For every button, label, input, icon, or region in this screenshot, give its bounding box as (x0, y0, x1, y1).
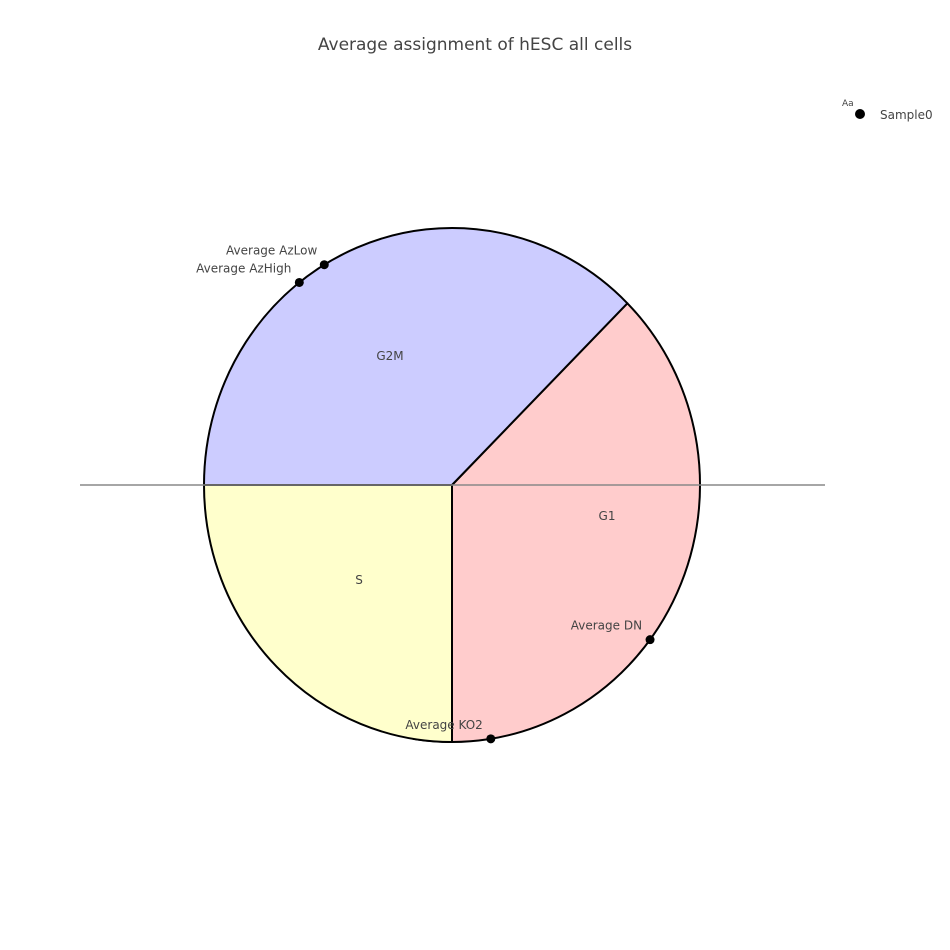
sample-label-average-azhigh: Average AzHigh (196, 261, 291, 275)
sector-g1 (412, 302, 701, 743)
sample-label-average-azlow: Average AzLow (226, 244, 317, 258)
sector-g2m (203, 227, 629, 486)
legend-entry-sample0[interactable]: Sample0 (880, 108, 933, 122)
sample-label-average-dn: Average DN (571, 619, 642, 633)
chart-title: Average assignment of hESC all cells (318, 35, 632, 55)
sample-marker-average-azhigh[interactable] (294, 277, 304, 287)
legend[interactable]: Aa Sample0 (842, 99, 933, 122)
sample-marker-average-ko2[interactable] (486, 734, 496, 744)
sample-marker-average-azlow[interactable] (319, 260, 329, 270)
legend-marker-dot[interactable] (855, 109, 865, 119)
phase-sectors (203, 227, 701, 743)
phase-label-g2m: G2M (376, 349, 403, 363)
legend-marker-label: Aa (842, 99, 854, 109)
phase-labels: G1S G2M (355, 349, 615, 587)
sector-s (203, 484, 453, 743)
sample-label-average-ko2: Average KO2 (405, 718, 482, 732)
sample-marker-average-dn[interactable] (645, 635, 655, 645)
phase-label-s: S (355, 573, 363, 587)
phase-label-g1: G1 (599, 509, 616, 523)
